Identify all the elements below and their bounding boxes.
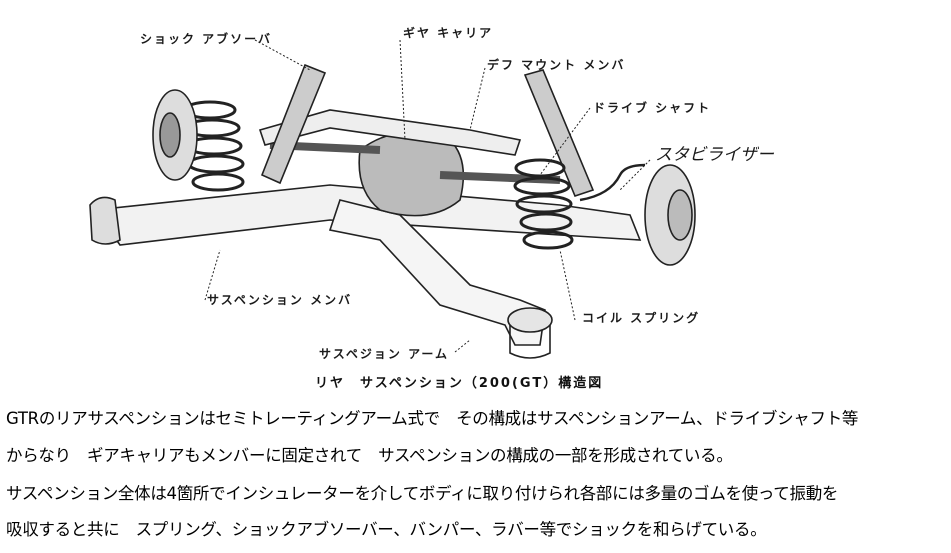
left-shock-absorber-shape [260, 63, 327, 185]
label-diff-mount-member: デフ マウント メンバ [487, 58, 626, 72]
right-shock-absorber-shape [523, 69, 595, 197]
stabilizer-shape [579, 163, 646, 202]
right-coil-spring-shape [513, 158, 574, 250]
right-brake-drum-shape [644, 164, 696, 266]
suspension-arm-shape [328, 199, 553, 359]
label-suspension-arm: サスペジョン アーム [319, 347, 450, 361]
description-line-3: サスペンション全体は4箇所でインシュレーターを介してボディに取り付けられ各部には… [6, 484, 839, 503]
diagram-caption: リヤ サスペンション（200(GT）構造図 [315, 376, 604, 391]
rear-suspension-illustration [89, 39, 696, 359]
left-brake-drum-shape [152, 89, 198, 181]
label-stabilizer: スタビライザー [655, 145, 774, 165]
description-line-2: からなり ギアキャリアもメンバーに固定されて サスペンションの構成の一部を形成さ… [6, 446, 733, 465]
label-shock-absorber: ショック アブソーバ [140, 32, 273, 46]
leader-lines [204, 39, 651, 353]
label-coil-spring: コイル スプリング [582, 311, 701, 325]
description-line-1: GTRのリアサスペンションはセミトレーティングアーム式で その構成はサスペンショ… [6, 409, 859, 428]
label-drive-shaft: ドライブ シャフト [593, 101, 712, 115]
label-suspension-member: サスペンション メンバ [207, 293, 353, 307]
description-line-4: 吸収すると共に スプリング、ショックアブソーバー、バンパー、ラバー等でショックを… [6, 520, 767, 539]
label-gear-carrier: ギヤ キャリア [403, 26, 494, 40]
